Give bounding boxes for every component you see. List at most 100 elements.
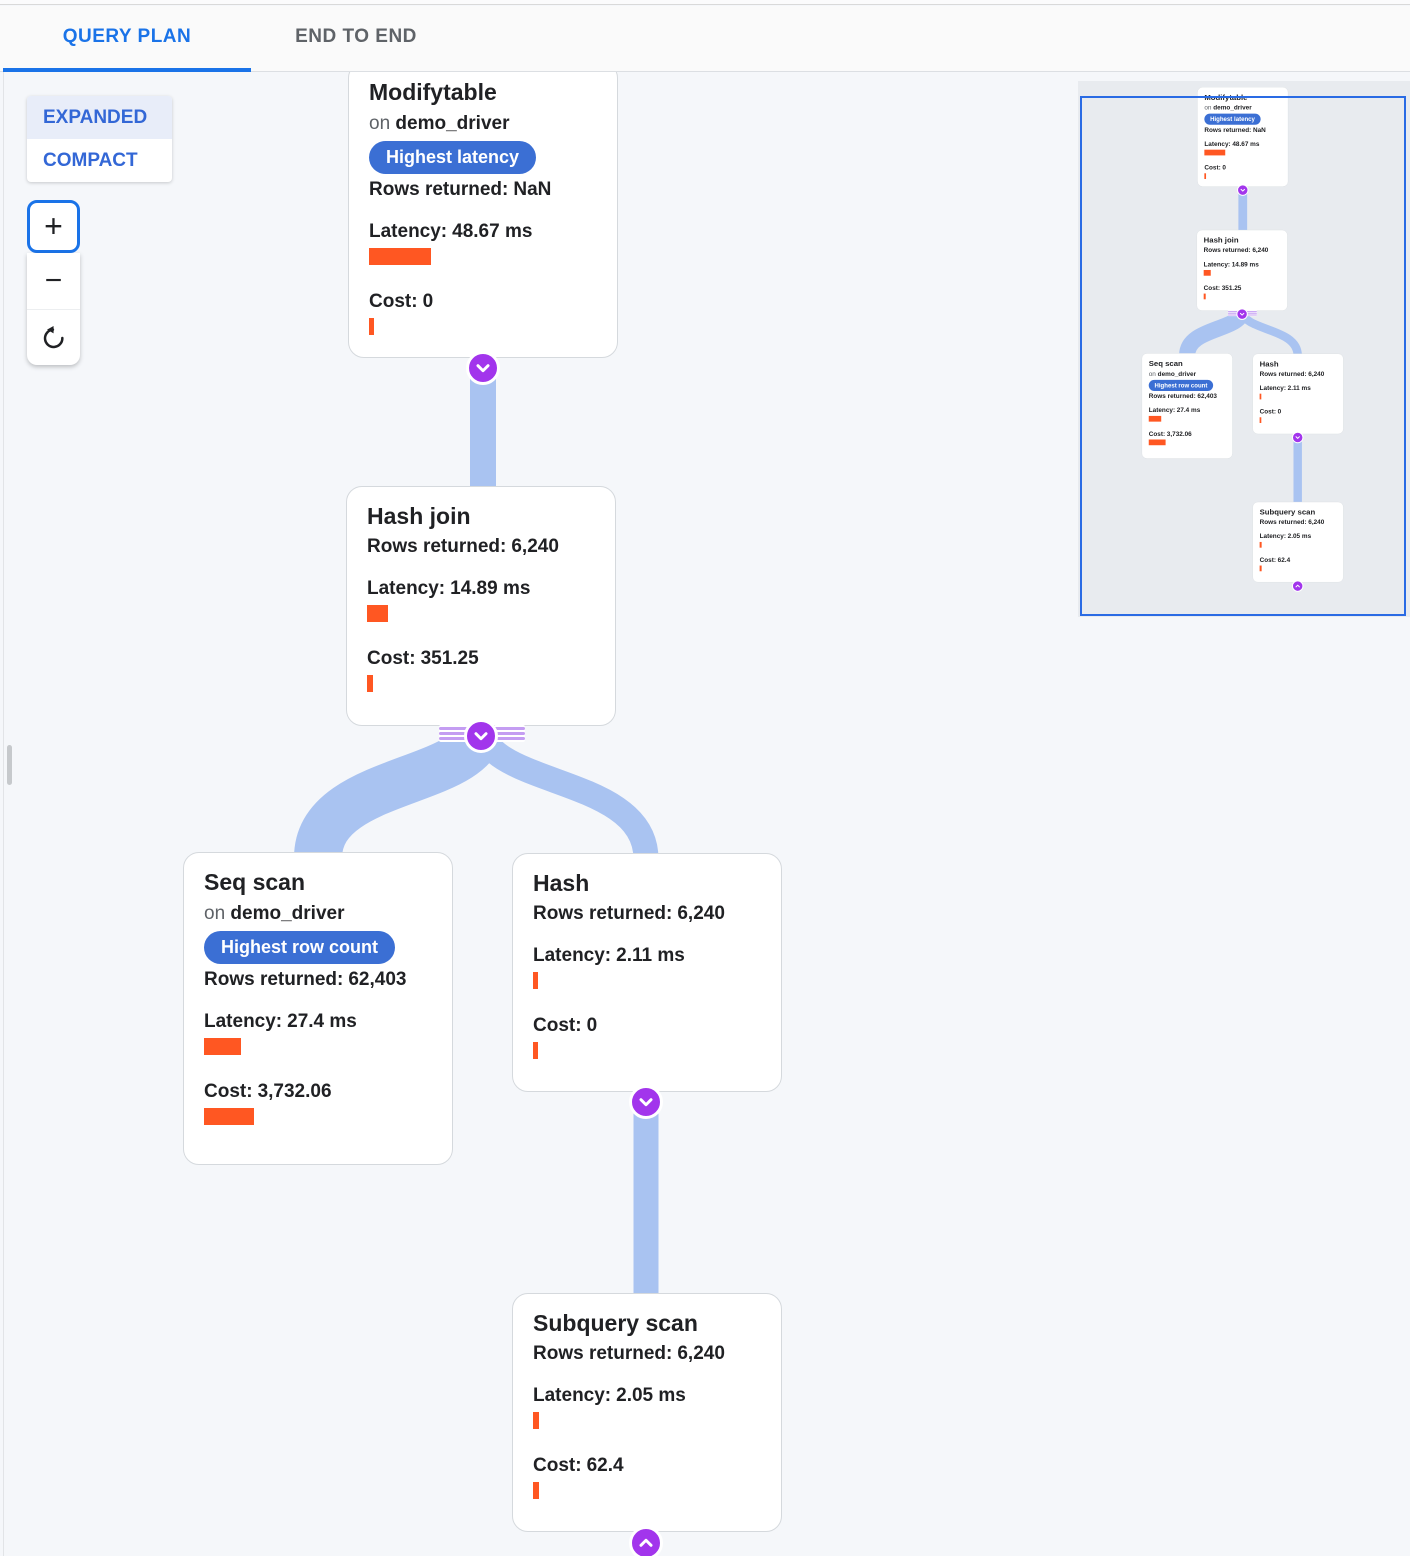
- plan-diagram: Modifytable on demo_driver Highest laten…: [1080, 87, 1410, 599]
- latency-bar: [204, 1037, 241, 1055]
- node-title: Subquery scan: [1259, 507, 1316, 517]
- edge-hashjoin-hash: [468, 722, 659, 861]
- edge-bundle-stripes-left: [1227, 310, 1240, 317]
- plan-node-subquery-scan[interactable]: Subquery scan Rows returned:6,240 Latenc…: [1252, 501, 1344, 583]
- rows-returned: Rows returned:6,240: [1203, 246, 1269, 254]
- rows-returned: Rows returned:NaN: [1204, 126, 1266, 134]
- left-panel-divider: [3, 72, 4, 1556]
- cost: Cost:0: [369, 290, 434, 312]
- cost-bar: [367, 674, 373, 692]
- cost-bar: [369, 317, 374, 335]
- latency: Latency:27.4 ms: [1148, 406, 1201, 414]
- tab-query-plan[interactable]: QUERY PLAN: [62, 26, 192, 47]
- cost: Cost:3,732.06: [204, 1080, 332, 1102]
- view-mode-compact[interactable]: COMPACT: [43, 149, 138, 171]
- node-table: on demo_driver: [1204, 104, 1252, 112]
- rows-returned: Rows returned:6,240: [1259, 518, 1325, 526]
- highest-row-count-badge: Highest row count: [204, 930, 395, 964]
- cost-bar: [1259, 417, 1262, 423]
- plan-node-hash[interactable]: Hash Rows returned:6,240 Latency:2.11 ms…: [512, 853, 782, 1092]
- plan-node-hash-join[interactable]: Hash join Rows returned:6,240 Latency:14…: [346, 486, 616, 726]
- cost-bar: [204, 1107, 254, 1125]
- latency-bar: [1259, 541, 1262, 548]
- node-table: on demo_driver: [369, 112, 510, 134]
- latency: Latency:48.67 ms: [369, 220, 533, 242]
- minimap[interactable]: Modifytable on demo_driver Highest laten…: [1078, 81, 1410, 617]
- rows-returned: Rows returned:62,403: [204, 968, 407, 990]
- latency-bar: [1259, 393, 1262, 400]
- plan-node-hash[interactable]: Hash Rows returned:6,240 Latency:2.11 ms…: [1252, 353, 1344, 435]
- node-table: on demo_driver: [1148, 370, 1197, 378]
- chevron-down-icon: [1239, 312, 1245, 316]
- top-divider: [0, 0, 1410, 5]
- latency: Latency:14.89 ms: [1203, 260, 1259, 268]
- node-title: Subquery scan: [533, 1310, 698, 1336]
- cost: Cost:351.25: [367, 647, 479, 669]
- cost: Cost:62.4: [533, 1454, 624, 1476]
- plan-node-hash-join[interactable]: Hash join Rows returned:6,240 Latency:14…: [1196, 229, 1288, 311]
- plan-node-seq-scan[interactable]: Seq scan on demo_driver Highest row coun…: [1141, 353, 1233, 459]
- rows-returned: Rows returned:62,403: [1148, 392, 1217, 400]
- edge-bundle-stripes-right: [1246, 310, 1257, 317]
- node-title: Hash: [533, 870, 590, 896]
- reset-view-icon: [43, 325, 64, 348]
- cost: Cost:351.25: [1203, 284, 1242, 292]
- chevron-down-icon: [474, 732, 488, 741]
- node-title: Hash: [1259, 359, 1279, 369]
- collapse-toggle-hash[interactable]: [629, 1085, 663, 1119]
- latency: Latency:27.4 ms: [204, 1010, 357, 1032]
- node-title: Modifytable: [369, 79, 497, 105]
- left-scrollbar-thumb[interactable]: [7, 745, 12, 785]
- highest-row-count-badge: Highest row count: [1148, 379, 1214, 391]
- tab-end-to-end[interactable]: END TO END: [295, 26, 417, 47]
- latency: Latency:14.89 ms: [367, 577, 531, 599]
- cost-bar: [1259, 565, 1262, 572]
- edge-bundle-stripes-right: [494, 725, 525, 742]
- node-table: on demo_driver: [204, 902, 345, 924]
- rows-returned: Rows returned:6,240: [1259, 370, 1325, 378]
- cost: Cost:3,732.06: [1148, 430, 1192, 438]
- plan-diagram: Modifytable on demo_driver Highest laten…: [0, 72, 990, 1556]
- view-mode-toggle: EXPANDED COMPACT: [27, 96, 172, 182]
- cost-bar: [533, 1041, 538, 1059]
- zoom-out-button[interactable]: −: [44, 264, 63, 297]
- plan-node-seq-scan[interactable]: Seq scan on demo_driver Highest row coun…: [183, 852, 453, 1165]
- active-tab-underline: [3, 68, 251, 72]
- rows-returned: Rows returned:6,240: [367, 535, 559, 557]
- collapse-toggle-hash-join[interactable]: [1236, 308, 1248, 320]
- collapse-toggle-hash[interactable]: [1291, 431, 1304, 444]
- node-title: Seq scan: [1148, 358, 1183, 368]
- latency-bar: [1204, 149, 1226, 156]
- query-plan-canvas[interactable]: Modifytable on demo_driver Highest laten…: [0, 72, 1410, 1556]
- chevron-down-icon: [1240, 188, 1245, 192]
- reset-view-button[interactable]: [27, 309, 80, 365]
- collapse-toggle-subquery-scan[interactable]: [1291, 580, 1304, 592]
- rows-returned: Rows returned:6,240: [533, 1342, 725, 1364]
- zoom-controls: + −: [27, 200, 80, 365]
- plan-node-modifytable[interactable]: Modifytable on demo_driver Highest laten…: [348, 72, 618, 358]
- collapse-toggle-modifytable[interactable]: [466, 351, 500, 385]
- cost-bar: [1203, 293, 1206, 300]
- node-title: Seq scan: [204, 869, 305, 895]
- latency: Latency:2.05 ms: [533, 1384, 686, 1406]
- chevron-up-icon: [1295, 584, 1300, 588]
- view-mode-expanded[interactable]: EXPANDED: [27, 96, 172, 139]
- collapse-toggle-hash-join[interactable]: [464, 719, 498, 753]
- rows-returned: Rows returned:6,240: [533, 902, 725, 924]
- latency-bar: [369, 247, 431, 265]
- chevron-down-icon: [476, 364, 490, 373]
- zoom-in-button[interactable]: +: [27, 200, 80, 253]
- cost: Cost:0: [533, 1014, 598, 1036]
- plan-node-modifytable[interactable]: Modifytable on demo_driver Highest laten…: [1197, 87, 1289, 187]
- tab-bar: QUERY PLAN END TO END: [0, 6, 1410, 72]
- edge-hashjoin-hash: [1237, 309, 1302, 357]
- edge-hashjoin-seqscan: [1179, 308, 1251, 357]
- collapse-toggle-modifytable[interactable]: [1237, 184, 1249, 196]
- collapse-toggle-subquery-scan[interactable]: [629, 1526, 663, 1556]
- latency-bar: [1148, 415, 1162, 422]
- latency-bar: [533, 971, 538, 989]
- highest-latency-badge: Highest latency: [369, 140, 537, 174]
- plan-node-subquery-scan[interactable]: Subquery scan Rows returned:6,240 Latenc…: [512, 1293, 782, 1532]
- node-title: Modifytable: [1204, 92, 1248, 102]
- chevron-up-icon: [639, 1538, 653, 1547]
